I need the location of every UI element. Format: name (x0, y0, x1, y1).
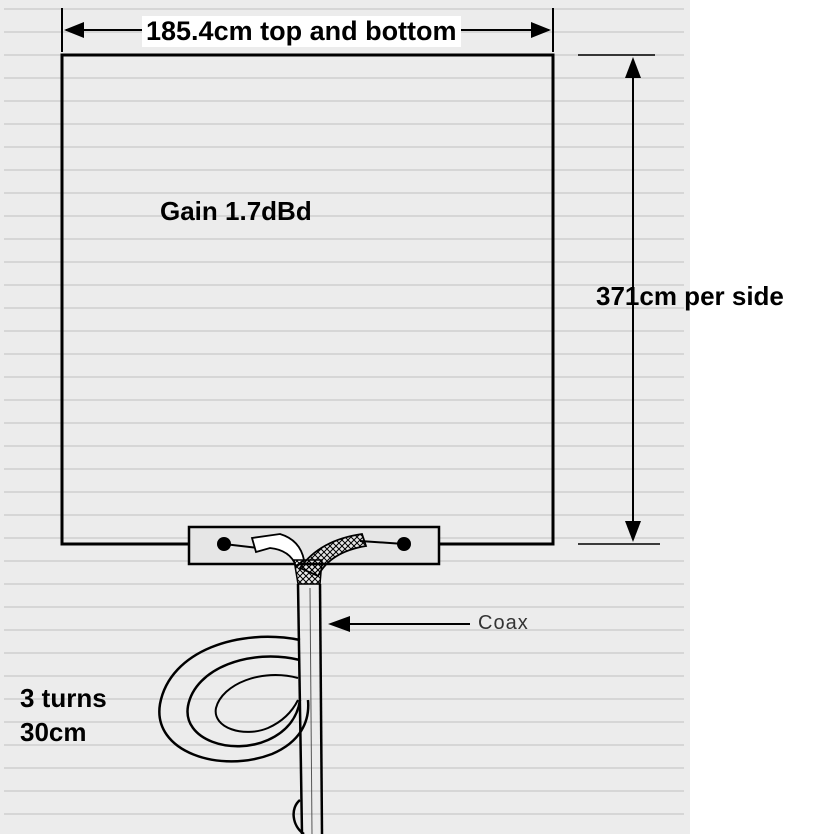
coax-pointer (328, 616, 470, 632)
scan-texture-line (4, 307, 684, 309)
scan-texture-line (4, 192, 684, 194)
coax-label: Coax (478, 612, 529, 634)
feed-block (187, 525, 441, 585)
top-right-arrowhead (531, 22, 551, 38)
scan-texture-line (4, 629, 684, 631)
scan-texture-line (4, 675, 684, 677)
coil-turns-label: 3 turns 30cm (20, 681, 150, 749)
scan-texture-line (4, 353, 684, 355)
scan-texture-line (4, 238, 684, 240)
scan-texture-line (4, 261, 684, 263)
side-dimension-label: 371cm per side (596, 281, 784, 311)
scan-texture-line (4, 8, 684, 10)
scan-texture-line (4, 376, 684, 378)
scan-texture-line (4, 445, 684, 447)
gain-label: Gain 1.7dBd (160, 196, 312, 226)
top-dimension-label: 185.4cm top and bottom (142, 16, 461, 47)
scan-texture-line (4, 399, 684, 401)
side-dimension-line (578, 54, 660, 545)
scan-texture-line (4, 514, 684, 516)
coax-junction (293, 559, 323, 585)
scan-texture-line (4, 169, 684, 171)
side-bottom-arrowhead (625, 521, 641, 542)
scan-texture-line (4, 744, 684, 746)
scan-texture-line (4, 491, 684, 493)
scan-texture-line (4, 330, 684, 332)
scan-texture-line (4, 146, 684, 148)
scan-texture-line (4, 77, 684, 79)
scan-texture-line (4, 813, 684, 815)
side-top-arrowhead (625, 57, 641, 78)
scan-texture-line (4, 583, 684, 585)
scan-texture-line (4, 790, 684, 792)
scan-texture-line (4, 215, 684, 217)
antenna-loop (60, 53, 555, 546)
scan-texture-line (4, 721, 684, 723)
scan-texture-line (4, 698, 684, 700)
coax-coil-choke (158, 635, 310, 763)
cable-bottom-end (292, 799, 305, 834)
scan-texture-line (4, 123, 684, 125)
coil-turns-size: 30cm (20, 717, 87, 747)
scan-texture-line (4, 100, 684, 102)
coil-turns-count: 3 turns (20, 683, 107, 713)
coax-cable (296, 583, 324, 834)
scan-texture-line (4, 468, 684, 470)
top-left-arrowhead (64, 22, 84, 38)
scan-texture-line (4, 767, 684, 769)
scan-texture-line (4, 606, 684, 608)
scan-texture-line (4, 652, 684, 654)
scan-texture-line (4, 284, 684, 286)
scan-texture-line (4, 422, 684, 424)
